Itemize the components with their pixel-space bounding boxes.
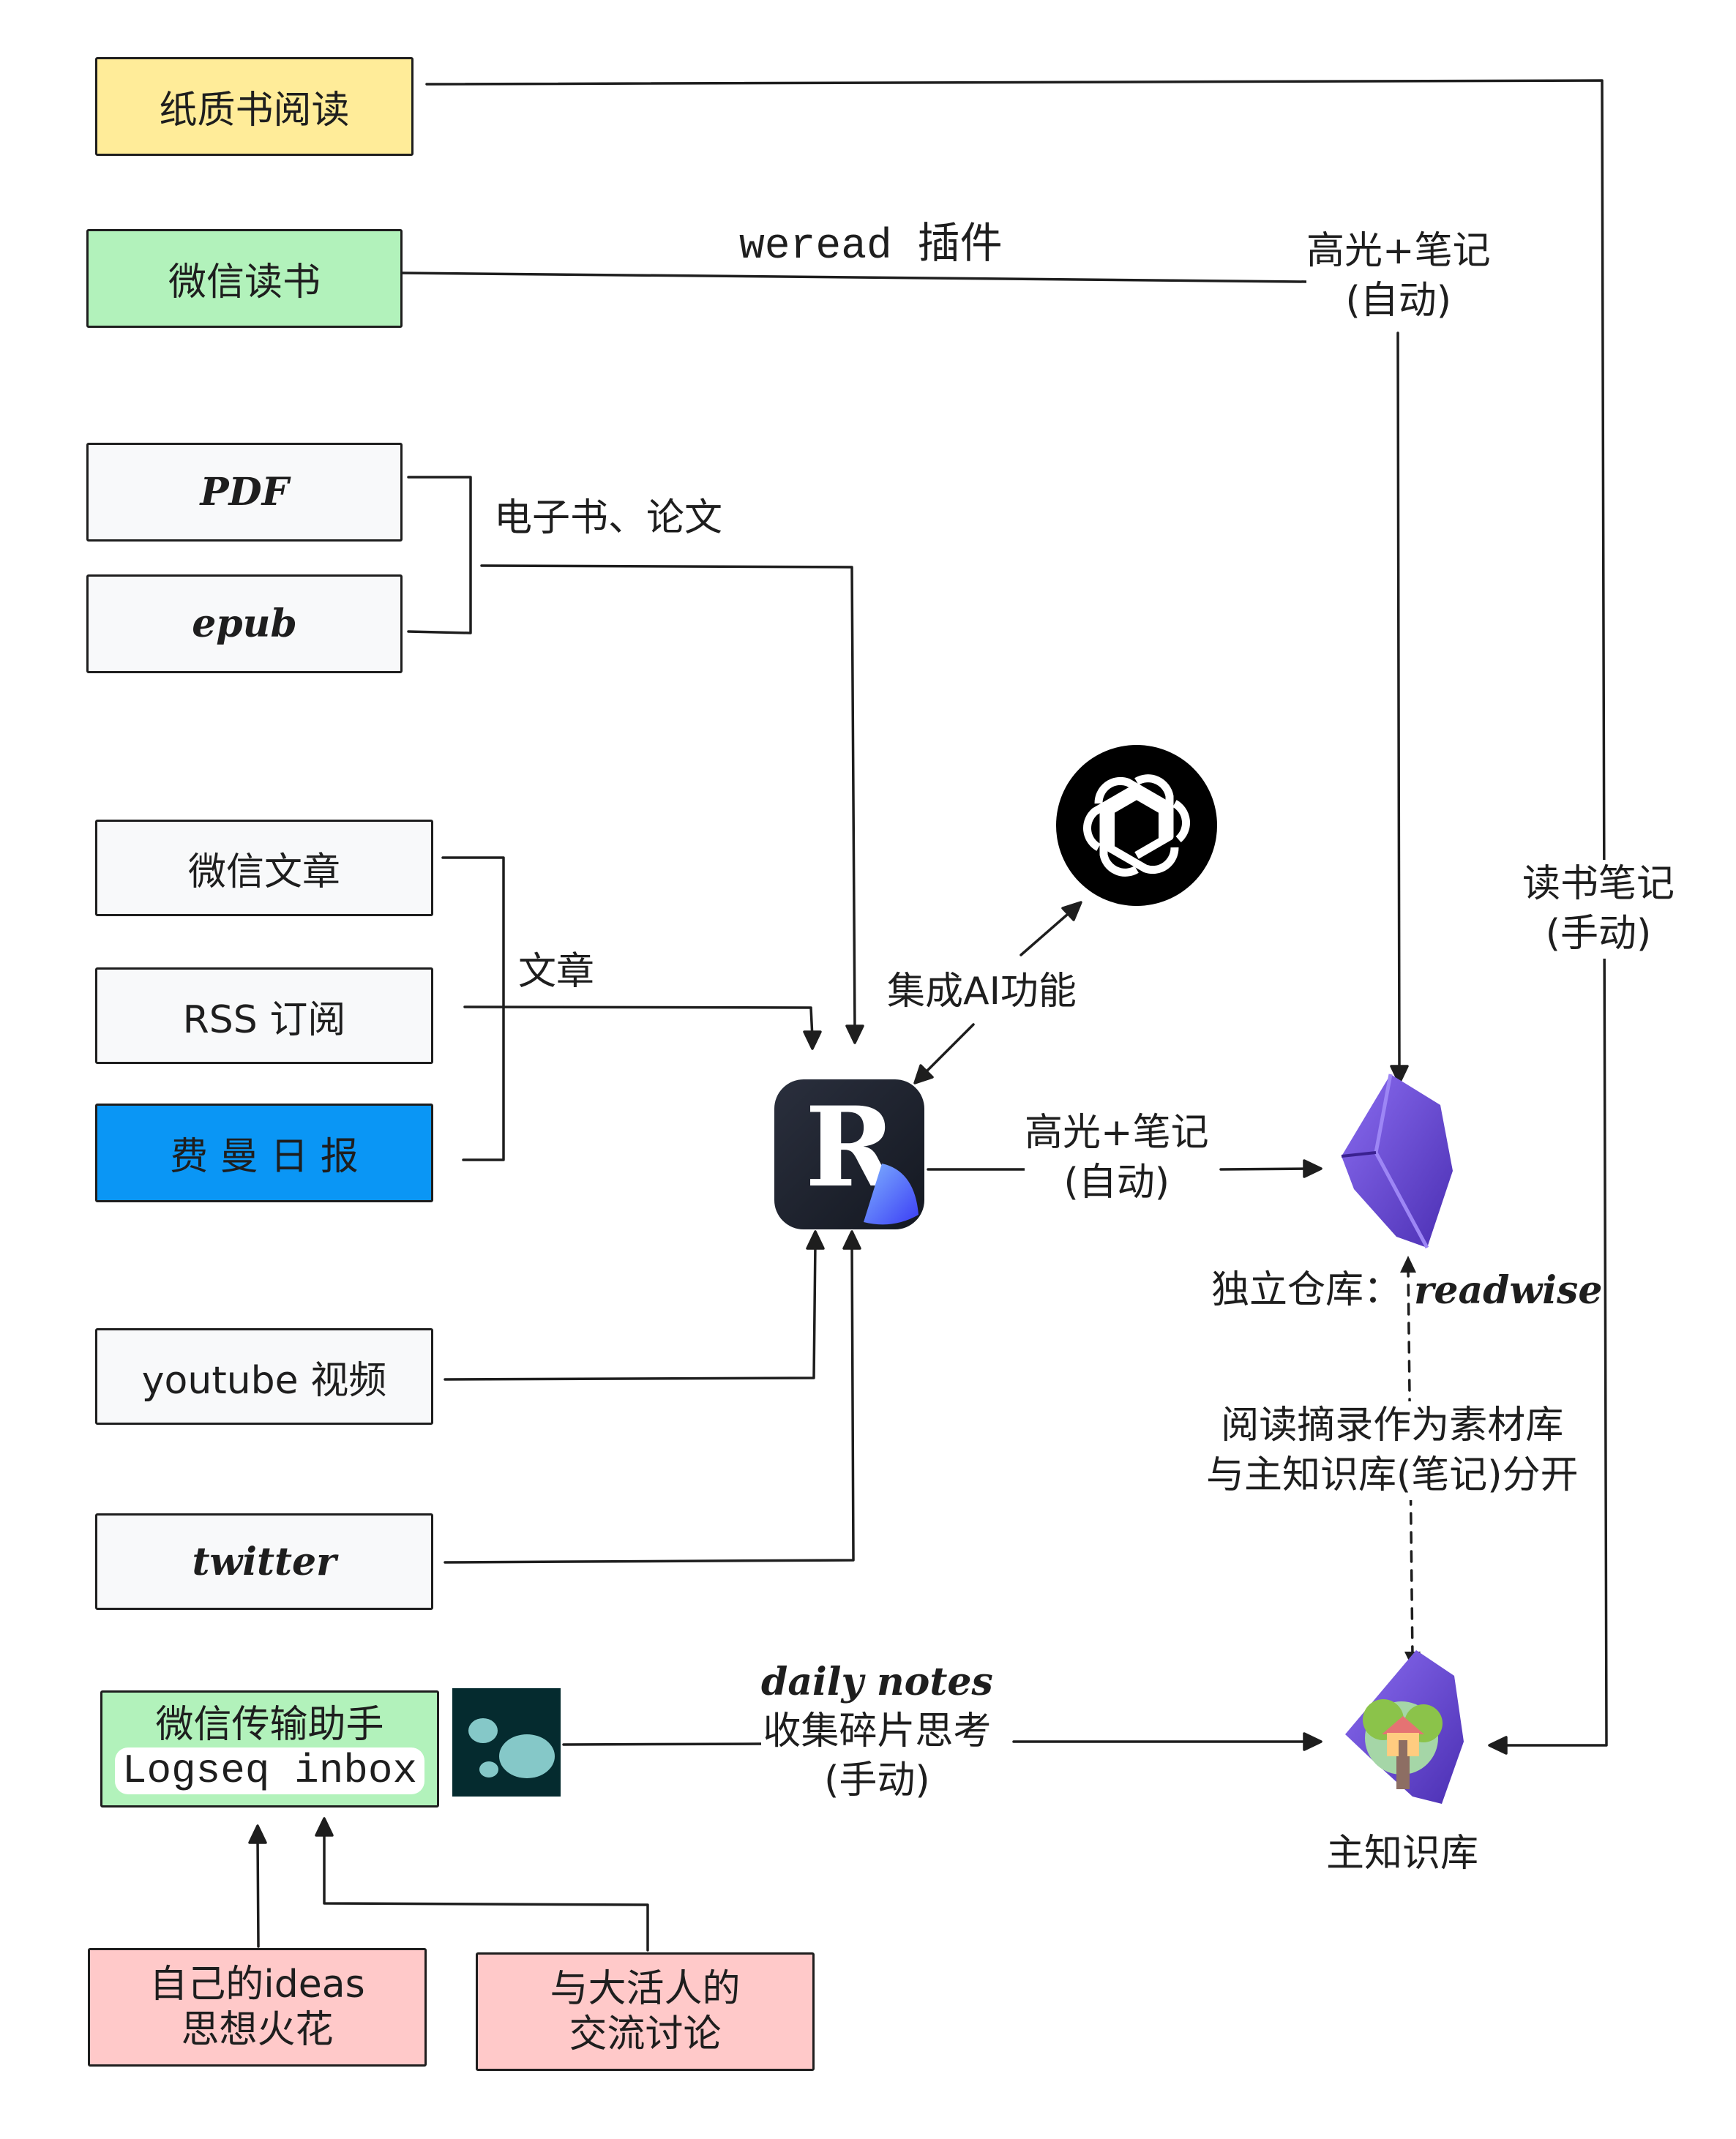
source-epub-label: epub [192,602,297,646]
source-wechat-article-label: 微信文章 [187,850,340,894]
own-ideas-line-1: 自己的ideas [149,1962,365,2007]
connector-chatgpt-to-reader [921,1023,975,1077]
label-article: 文章 [518,948,594,997]
source-paper-reading-label: 纸质书阅读 [159,89,350,132]
reading-notes-line-2: (手动) [1545,911,1652,956]
source-twitter[interactable]: twitter [95,1513,433,1610]
label-reading-notes: 读书笔记 (手动) [1522,860,1675,959]
connector-logseq-to-main-vault [562,1742,763,1746]
label-article-text: 文章 [518,950,595,994]
label-independent-vault: 独立仓库： [1211,1266,1402,1316]
source-paper-reading[interactable]: 纸质书阅读 [95,57,414,156]
source-weread[interactable]: 微信读书 [86,229,403,328]
source-wechat-transfer-logseq-inbox[interactable]: 微信传输助手 Logseq inbox [100,1690,439,1808]
arrowhead-reader-from-articles [803,1030,822,1050]
source-youtube[interactable]: youtube 视频 [95,1328,433,1425]
arrowhead-reader-from-youtube [806,1230,825,1250]
arrowhead-reader-from-chatgpt [913,1064,934,1085]
highlight-auto-mid-line-1: 高光+笔记 [1025,1111,1209,1155]
label-main-vault-text: 主知识库 [1326,1832,1479,1876]
highlight-auto-top-line-2: (自动) [1345,278,1452,323]
arrowhead-obsidian-left [1303,1159,1322,1178]
collect-thoughts-line-1: 收集碎片思考 [763,1709,992,1753]
obsidian-logo-icon [1341,1074,1453,1249]
wechat-transfer-label: 微信传输助手 [155,1702,384,1747]
connector-highlight-to-obsidian [1396,331,1401,1074]
label-readwise-text: readwise [1414,1268,1603,1313]
label-weread-plugin-text: weread 插件 [739,223,1003,271]
label-ai-integration: 集成AI功能 [887,967,1077,1017]
discussion-line-1: 与大活人的 [550,1966,741,2011]
label-separate-note: 阅读摘录作为素材库 与主知识库(笔记)分开 [1206,1401,1579,1501]
obsidian-main-vault-icon [1345,1650,1464,1804]
logseq-logo-icon [452,1688,561,1797]
source-rss[interactable]: RSS 订阅 [95,967,433,1064]
label-ai-integration-text: 集成AI功能 [887,970,1077,1014]
label-daily-notes: daily notes 收集碎片思考 (手动) [761,1657,993,1806]
separate-note-line-1: 阅读摘录作为素材库 [1221,1404,1564,1447]
source-epub[interactable]: epub [86,574,403,673]
source-rss-label: RSS 订阅 [182,997,346,1042]
highlight-auto-top-line-1: 高光+笔记 [1306,229,1491,273]
source-discussion[interactable]: 与大活人的 交流讨论 [476,1952,815,2071]
separate-note-line-2: 与主知识库(笔记)分开 [1206,1453,1579,1497]
label-ebook-paper-text: 电子书、论文 [494,496,723,540]
label-ebook-paper: 电子书、论文 [494,494,722,544]
label-main-vault: 主知识库 [1326,1829,1478,1879]
collect-thoughts-line-2: (手动) [824,1758,930,1803]
connector-twitter-to-reader [444,1241,855,1564]
connector-articles-to-reader [463,1005,814,1039]
label-independent-vault-text: 独立仓库： [1211,1268,1402,1312]
arrowhead-reader-from-twitter [842,1230,861,1250]
source-youtube-label: youtube 视频 [141,1358,387,1403]
discussion-line-2: 交流讨论 [569,2012,722,2056]
arrowhead-obsidian-top [1390,1065,1409,1085]
arrowhead-inbox-from-discussion [315,1817,334,1837]
own-ideas-line-2: 思想火花 [181,2008,334,2052]
connector-reader-to-chatgpt [1019,908,1074,956]
connector-weread-plugin [400,271,1308,283]
connector-ebook-to-reader [480,564,856,1033]
label-weread-plugin: weread 插件 [739,220,1003,275]
label-highlight-auto-mid: 高光+笔记 (自动) [1025,1109,1209,1208]
arrowhead-main-vault-right [1488,1736,1508,1755]
source-feynman-daily-label: 费 曼 日 报 [170,1135,359,1179]
connector-youtube-to-reader [444,1241,817,1381]
bracket-pdf-epub [407,476,472,634]
arrowhead-reader-from-ebook [845,1024,864,1044]
arrowhead-chatgpt [1061,901,1082,921]
label-readwise: readwise [1414,1266,1602,1316]
daily-notes-text: daily notes [761,1660,993,1704]
source-own-ideas[interactable]: 自己的ideas 思想火花 [88,1948,427,2067]
source-weread-label: 微信读书 [168,261,321,304]
source-twitter-label: twitter [192,1539,337,1584]
arrowhead-main-vault-left [1303,1732,1322,1751]
source-wechat-article[interactable]: 微信文章 [95,820,433,916]
reading-notes-line-1: 读书笔记 [1522,862,1675,906]
readwise-reader-logo-icon: R [774,1079,924,1229]
bracket-articles [441,856,505,1161]
connector-discussion-to-inbox [323,1828,649,1952]
chatgpt-logo-icon [1056,745,1217,906]
arrowhead-inbox-from-ideas [248,1824,267,1844]
highlight-auto-mid-line-2: (自动) [1063,1160,1170,1205]
logseq-inbox-label: Logseq inbox [114,1747,425,1795]
arrowhead-readwise-bottom [1400,1256,1416,1273]
label-highlight-auto-top: 高光+笔记 (自动) [1306,227,1491,326]
source-pdf[interactable]: PDF [86,443,403,542]
source-pdf-label: PDF [200,470,289,514]
treehouse-icon [1363,1699,1443,1789]
source-feynman-daily[interactable]: 费 曼 日 报 [95,1104,433,1202]
